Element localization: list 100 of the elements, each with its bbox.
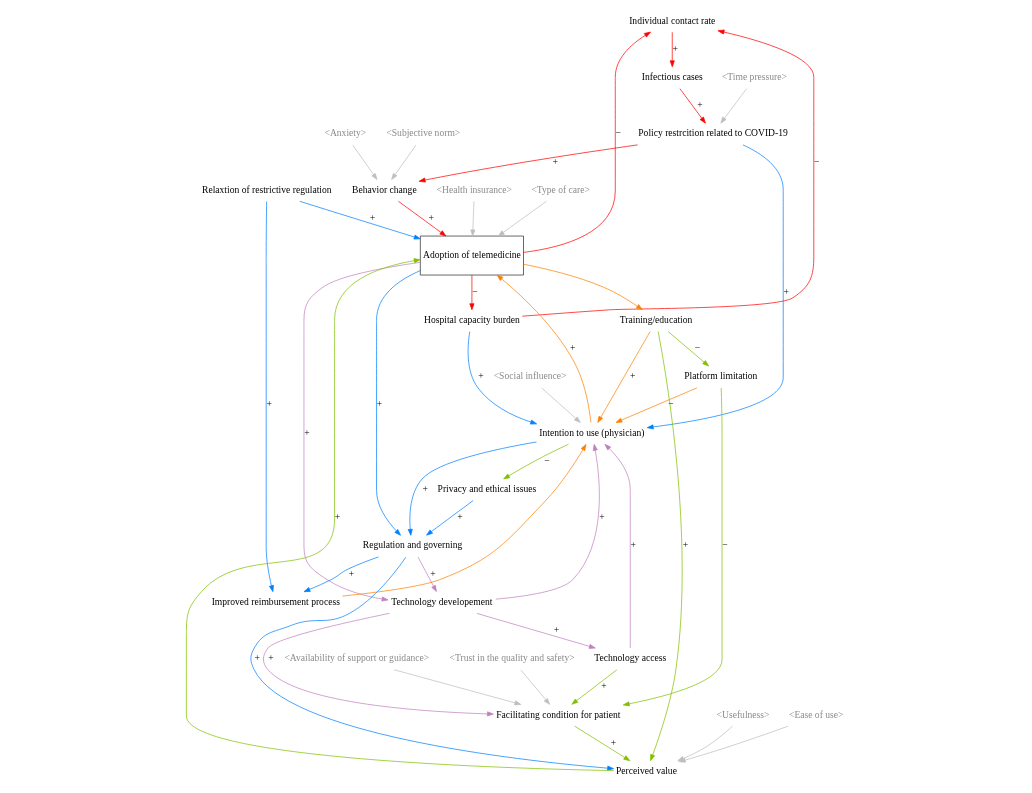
edge-label: − — [814, 155, 820, 167]
edge-label: + — [697, 99, 703, 111]
arrow — [418, 144, 638, 183]
edge-label: + — [682, 539, 689, 551]
node-box: Adoption of telemedicine — [420, 235, 524, 276]
arrow — [417, 556, 437, 592]
arrow — [622, 387, 723, 707]
edge-label: + — [553, 624, 560, 636]
node-text: Intention to use (physician) — [539, 426, 645, 438]
arrow — [646, 144, 784, 430]
edge-label: + — [552, 155, 558, 167]
edge-label: − — [615, 127, 621, 139]
arrow — [426, 500, 474, 536]
arrow — [186, 258, 615, 771]
arrow — [476, 613, 596, 649]
arrow — [342, 444, 587, 597]
node-text: <Availability of support or guidance> — [284, 652, 430, 664]
arrow — [571, 669, 618, 705]
node-text: <Anxiety> — [324, 127, 367, 139]
arrow — [720, 88, 747, 124]
arrow — [391, 144, 417, 180]
arrow — [299, 200, 421, 240]
arrow — [303, 556, 379, 593]
arrow — [597, 331, 651, 423]
edge-label: − — [472, 285, 478, 297]
arrow — [398, 200, 447, 237]
arrow — [265, 201, 274, 592]
arrow — [376, 270, 421, 536]
arrow — [263, 613, 494, 717]
arrow — [393, 669, 522, 706]
edge-label: + — [783, 285, 789, 297]
edge-label: + — [630, 539, 636, 551]
arrow — [470, 200, 476, 237]
node-text: Relaxtion of restrictive regulation — [202, 183, 332, 195]
arrow — [469, 274, 475, 311]
node-text: <Type of care> — [531, 183, 590, 195]
arrow — [669, 31, 675, 68]
edge-label: + — [266, 398, 272, 410]
edge-label: + — [629, 370, 636, 382]
node-text: Policy restrcition related to COVID-19 — [638, 127, 788, 139]
node-text: <Trust in the quality and safety> — [449, 652, 575, 664]
node-text: <Health insurance> — [436, 183, 513, 195]
edge-label: + — [376, 398, 383, 410]
arrow — [521, 29, 815, 317]
edge-label: + — [430, 567, 436, 579]
arrow — [352, 144, 378, 180]
edge-label: − — [668, 398, 674, 410]
arrow — [467, 331, 537, 425]
arrow — [541, 387, 581, 423]
edge-label: + — [428, 211, 434, 223]
arrow — [679, 88, 706, 124]
node-text: Technology developement — [391, 595, 493, 607]
node-text: Technology access — [594, 652, 667, 664]
edge-label: + — [369, 211, 376, 223]
node-text: Facilitating condition for patient — [496, 708, 621, 720]
node-text: Improved reimbursement process — [211, 595, 340, 607]
arrow — [523, 263, 643, 311]
edge-label: + — [334, 511, 341, 523]
edge-label: − — [694, 342, 701, 354]
arrow — [523, 31, 651, 253]
edge-label: + — [599, 511, 605, 523]
node-text: Regulation and governing — [362, 539, 463, 551]
node-text: Privacy and ethical issues — [437, 483, 537, 495]
edge-label: + — [478, 370, 484, 382]
arrow — [520, 669, 550, 705]
edge-label: + — [610, 736, 617, 748]
node-text: Perceived value — [616, 764, 677, 776]
node-text: Hospital capacity burden — [424, 313, 520, 325]
arrow — [495, 444, 600, 600]
node-text: Infectious cases — [641, 70, 703, 82]
arrow — [303, 261, 421, 602]
edge-label: + — [569, 342, 576, 354]
arrow — [574, 725, 631, 762]
edge-label: + — [422, 483, 428, 495]
arrow — [497, 200, 547, 237]
arrow — [667, 331, 709, 367]
arrow — [496, 274, 592, 423]
node-text: <Social influence> — [493, 370, 567, 382]
arrow — [503, 443, 569, 480]
edge-label: + — [254, 652, 260, 664]
edge-label: + — [457, 511, 463, 523]
node-text: <Time pressure> — [721, 70, 787, 82]
node-text: Training/education — [619, 313, 693, 325]
edge-label: + — [348, 567, 355, 579]
node-text: Individual contact rate — [629, 14, 716, 26]
node-text: <Subjective norm> — [386, 127, 461, 139]
node-text: Behavior change — [352, 183, 417, 195]
node-text: <Ease of use> — [789, 708, 844, 720]
arrow — [615, 387, 698, 423]
edge-label: − — [722, 539, 728, 551]
arrow — [250, 556, 614, 771]
node-text: <Usefulness> — [716, 708, 770, 720]
edge-label: − — [544, 454, 550, 466]
edge-label: + — [672, 42, 678, 54]
node-text: Platform limitation — [684, 370, 758, 382]
edge-label: + — [268, 652, 274, 664]
edge-label: + — [601, 680, 607, 692]
edge-label: + — [304, 426, 310, 438]
arrow — [407, 441, 537, 536]
arrow — [604, 443, 631, 649]
